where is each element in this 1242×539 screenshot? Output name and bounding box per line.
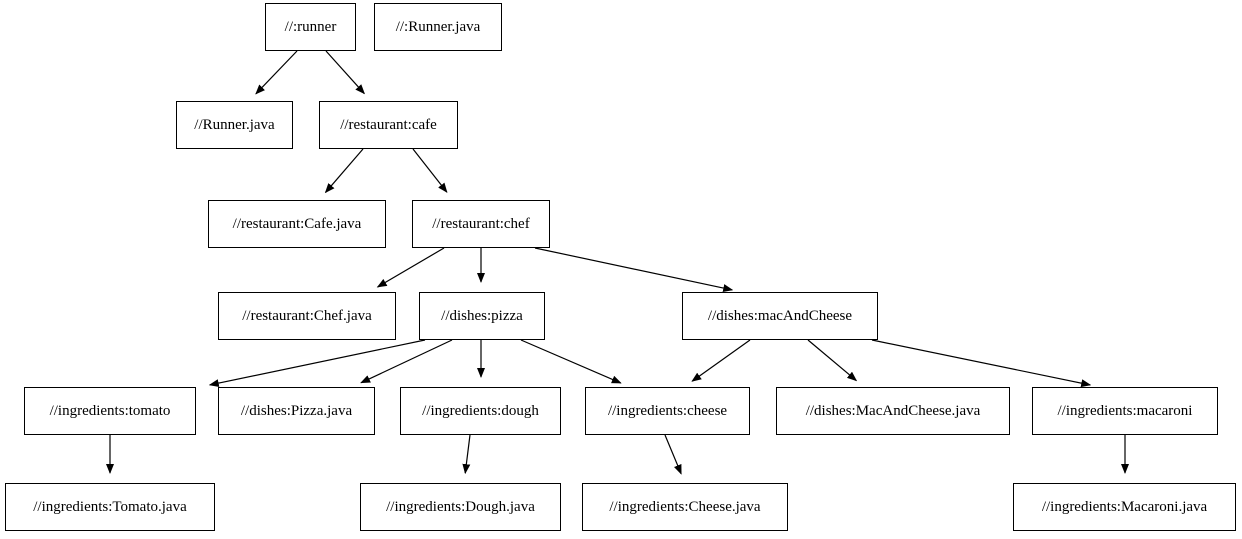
graph-node-label: //ingredients:cheese — [607, 402, 728, 419]
graph-node-ing_dough[interactable]: //ingredients:dough — [400, 387, 561, 435]
graph-node-root_runner_java[interactable]: //:Runner.java — [374, 3, 502, 51]
graph-node-chef_java[interactable]: //restaurant:Chef.java — [218, 292, 396, 340]
graph-node-label: //ingredients:macaroni — [1057, 402, 1193, 419]
graph-node-ing_cheese[interactable]: //ingredients:cheese — [585, 387, 750, 435]
graph-node-restaurant_chef[interactable]: //restaurant:chef — [412, 200, 550, 248]
graph-node-label: //ingredients:Cheese.java — [609, 498, 761, 515]
graph-node-ing_tomato[interactable]: //ingredients:tomato — [24, 387, 196, 435]
graph-node-dishes_pizza[interactable]: //dishes:pizza — [419, 292, 545, 340]
graph-node-label: //dishes:MacAndCheese.java — [805, 402, 981, 419]
graph-node-label: //dishes:macAndCheese — [707, 307, 853, 324]
graph-node-tomato_java[interactable]: //ingredients:Tomato.java — [5, 483, 215, 531]
graph-node-runner[interactable]: //:runner — [265, 3, 356, 51]
graph-node-label: //ingredients:Dough.java — [386, 498, 535, 515]
graph-node-label: //ingredients:Tomato.java — [33, 498, 187, 515]
graph-node-label: //restaurant:chef — [432, 215, 530, 232]
graph-node-label: //Runner.java — [194, 116, 275, 133]
graph-node-label: //ingredients:dough — [422, 402, 539, 419]
graph-node-pizza_java[interactable]: //dishes:Pizza.java — [218, 387, 375, 435]
graph-node-label: //:Runner.java — [395, 18, 481, 35]
graph-node-label: //dishes:pizza — [441, 307, 523, 324]
graph-node-label: //restaurant:Chef.java — [242, 307, 372, 324]
graph-node-cafe_java[interactable]: //restaurant:Cafe.java — [208, 200, 386, 248]
graph-node-label: //:runner — [284, 18, 337, 35]
graph-node-dough_java[interactable]: //ingredients:Dough.java — [360, 483, 561, 531]
graph-node-runner_java[interactable]: //Runner.java — [176, 101, 293, 149]
graph-node-label: //restaurant:Cafe.java — [232, 215, 362, 232]
graph-node-mac_java[interactable]: //dishes:MacAndCheese.java — [776, 387, 1010, 435]
graph-node-ing_macaroni[interactable]: //ingredients:macaroni — [1032, 387, 1218, 435]
graph-node-label: //restaurant:cafe — [340, 116, 437, 133]
graph-node-dishes_mac[interactable]: //dishes:macAndCheese — [682, 292, 878, 340]
graph-node-label: //ingredients:tomato — [49, 402, 171, 419]
graph-node-label: //dishes:Pizza.java — [240, 402, 353, 419]
graph-node-macaroni_java[interactable]: //ingredients:Macaroni.java — [1013, 483, 1236, 531]
graph-node-cheese_java[interactable]: //ingredients:Cheese.java — [582, 483, 788, 531]
graph-node-restaurant_cafe[interactable]: //restaurant:cafe — [319, 101, 458, 149]
graph-node-label: //ingredients:Macaroni.java — [1041, 498, 1208, 515]
